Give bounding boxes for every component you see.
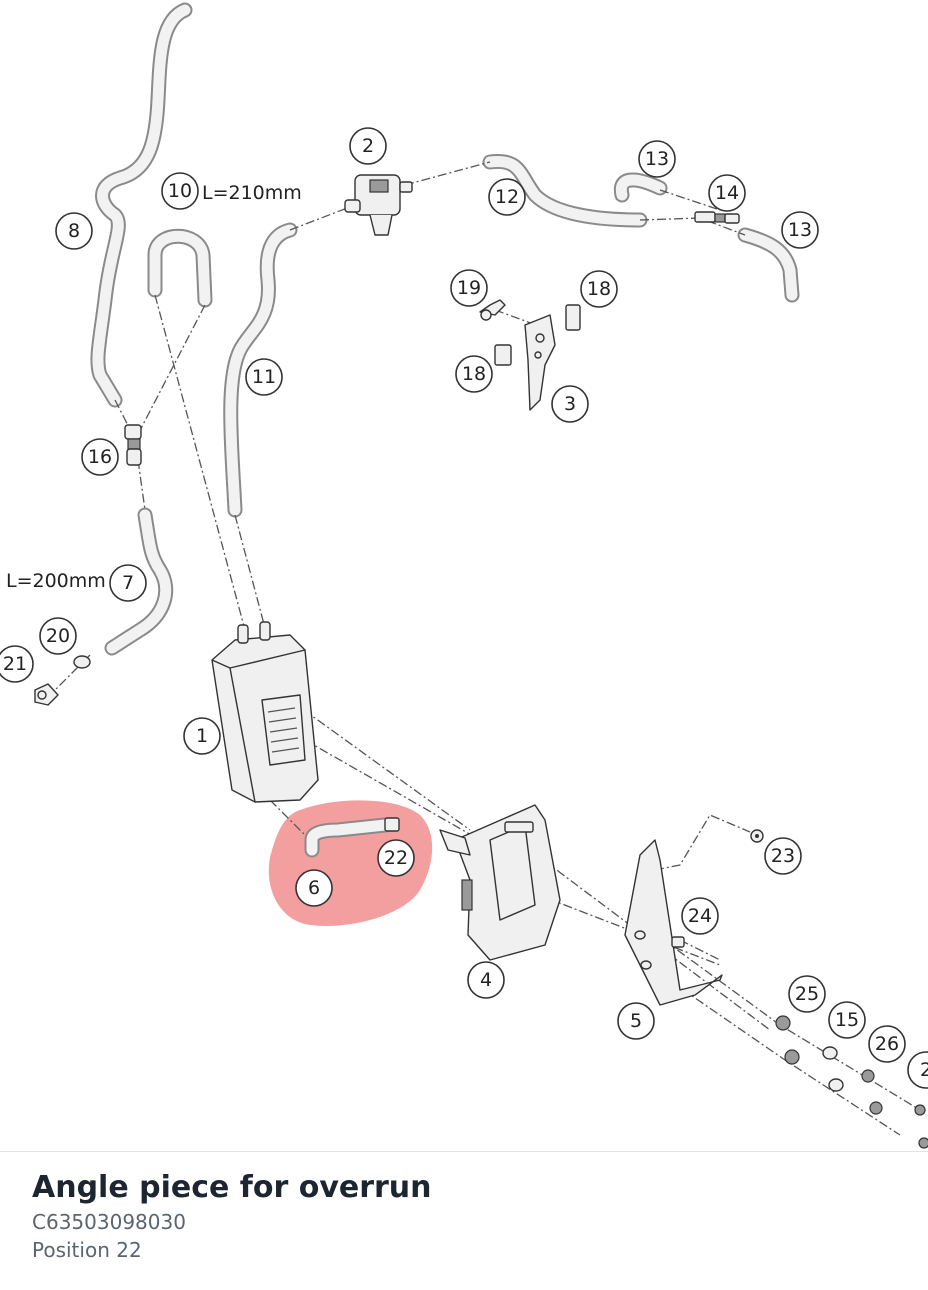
- svg-text:18: 18: [462, 363, 486, 385]
- hose-13-upper: [613, 172, 668, 203]
- callout-2-edge[interactable]: 2: [907, 1051, 928, 1089]
- hose-11: [223, 222, 298, 518]
- callout-5[interactable]: 5: [617, 1002, 655, 1040]
- svg-text:2: 2: [362, 135, 374, 157]
- callout-4[interactable]: 4: [467, 961, 505, 999]
- screw-part-21: [34, 655, 91, 706]
- svg-text:16: 16: [88, 446, 112, 468]
- hose-8: [90, 2, 193, 408]
- svg-text:26: 26: [875, 1033, 899, 1055]
- svg-text:20: 20: [46, 625, 70, 647]
- hose-13-right: [737, 227, 800, 303]
- svg-text:12: 12: [495, 186, 519, 208]
- callout-23[interactable]: 23: [764, 837, 802, 875]
- callout-13-upper[interactable]: 13: [638, 140, 676, 178]
- part-info-panel: Angle piece for overrun C63503098030 Pos…: [32, 1168, 432, 1264]
- callout-16[interactable]: 16: [81, 438, 119, 476]
- callout-21[interactable]: 21: [0, 645, 34, 683]
- callout-12[interactable]: 12: [488, 178, 526, 216]
- svg-text:11: 11: [252, 366, 276, 388]
- callout-7[interactable]: 7: [109, 564, 147, 602]
- hose-12: [482, 153, 648, 228]
- callout-8[interactable]: 8: [55, 212, 93, 250]
- length-label-hose-7: L=200mm: [6, 570, 106, 592]
- svg-text:13: 13: [788, 219, 812, 241]
- svg-text:14: 14: [715, 182, 739, 204]
- valve-part-2: [344, 174, 413, 236]
- callout-19[interactable]: 19: [450, 269, 488, 307]
- callout-20[interactable]: 20: [39, 617, 77, 655]
- mount-part-4: [439, 804, 561, 961]
- callout-11[interactable]: 11: [245, 358, 283, 396]
- svg-text:6: 6: [308, 877, 320, 899]
- svg-text:25: 25: [795, 983, 819, 1005]
- hose-7: [104, 507, 174, 656]
- svg-text:19: 19: [457, 277, 481, 299]
- callout-6[interactable]: 6: [295, 869, 333, 907]
- plate-part-5: [624, 839, 723, 1006]
- svg-text:23: 23: [771, 845, 795, 867]
- svg-text:15: 15: [835, 1009, 859, 1031]
- callout-13-right[interactable]: 13: [781, 211, 819, 249]
- svg-text:4: 4: [480, 969, 492, 991]
- part-position: Position 22: [32, 1238, 142, 1262]
- screw-part-23: [750, 829, 764, 843]
- part-title: Angle piece for overrun: [32, 1170, 432, 1205]
- callout-25[interactable]: 25: [788, 975, 826, 1013]
- callout-14[interactable]: 14: [708, 174, 746, 212]
- bolt-part-24: [671, 936, 685, 948]
- callout-10[interactable]: 10: [161, 172, 199, 210]
- svg-text:24: 24: [688, 905, 712, 927]
- length-label-hose-10: L=210mm: [202, 182, 302, 204]
- bracket-part-3: [479, 299, 581, 411]
- callout-24[interactable]: 24: [681, 897, 719, 935]
- canister-part-1: [211, 621, 319, 803]
- svg-text:10: 10: [168, 180, 192, 202]
- angle-piece-part-6-22: [304, 817, 400, 858]
- divider: [0, 1151, 928, 1152]
- exploded-parts-diagram: L=210mm L=200mm 1 2 3 4 5 6 7 8 10 11 12…: [0, 2, 928, 1149]
- svg-text:13: 13: [645, 148, 669, 170]
- callout-18-left[interactable]: 18: [455, 355, 493, 393]
- callout-1[interactable]: 1: [183, 717, 221, 755]
- svg-text:18: 18: [587, 278, 611, 300]
- part-number: C63503098030: [32, 1210, 186, 1234]
- connector-part-16: [124, 424, 142, 466]
- svg-text:21: 21: [3, 653, 27, 675]
- connector-part-14: [694, 211, 740, 224]
- svg-text:7: 7: [122, 572, 134, 594]
- svg-text:5: 5: [630, 1010, 642, 1032]
- callout-26[interactable]: 26: [868, 1025, 906, 1063]
- hardware-parts-25-15-26: [775, 1015, 928, 1149]
- callout-2[interactable]: 2: [349, 127, 387, 165]
- callout-22[interactable]: 22: [377, 839, 415, 877]
- svg-text:8: 8: [68, 220, 80, 242]
- callout-3[interactable]: 3: [551, 385, 589, 423]
- svg-text:22: 22: [384, 847, 408, 869]
- callout-15[interactable]: 15: [828, 1001, 866, 1039]
- svg-text:2: 2: [920, 1059, 928, 1081]
- svg-text:3: 3: [564, 393, 576, 415]
- callout-18-right[interactable]: 18: [580, 270, 618, 308]
- svg-text:1: 1: [196, 725, 208, 747]
- hose-10: [147, 228, 213, 308]
